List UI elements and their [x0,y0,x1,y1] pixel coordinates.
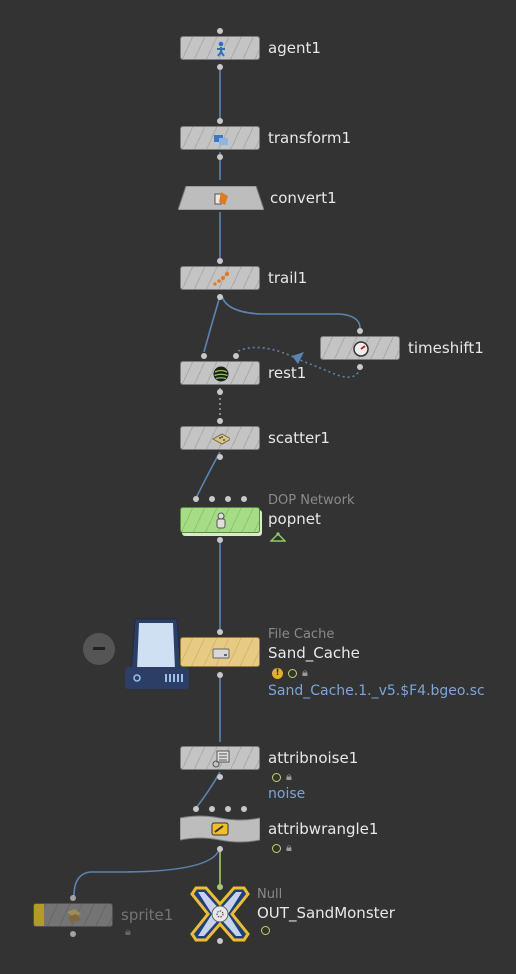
disable-toggle-icon[interactable] [83,633,115,665]
bypass-flag[interactable] [34,904,44,926]
node-name: agent1 [268,39,321,57]
input-connector[interactable] [70,895,76,901]
node-body[interactable] [180,36,260,60]
node-name: timeshift1 [408,339,484,357]
node-type-label: DOP Network [268,493,355,508]
null-node-body[interactable] [190,886,250,942]
transform-icon [212,130,230,148]
status-badges: ! 🔒︎ [272,666,308,680]
trail-icon [212,270,230,288]
node-name: attribnoise1 [268,749,359,767]
node-body[interactable] [180,266,260,290]
time-dependent-icon [261,926,270,935]
node-name: sprite1 [121,906,174,924]
file-path-label: Sand_Cache.1._v5.$F4.bgeo.sc [268,683,485,699]
time-dependent-icon [288,668,297,678]
node-body[interactable] [180,746,260,770]
node-body[interactable] [320,336,400,360]
rest-icon [212,365,230,383]
input-connector-2[interactable] [209,806,215,812]
status-badges: 🔒︎ [272,770,292,784]
node-type-label: File Cache [268,627,335,642]
scatter-icon [212,430,230,448]
node-name: rest1 [268,364,307,382]
node-name: attribwrangle1 [268,820,379,838]
input-connector-1[interactable] [193,806,199,812]
lock-icon: 🔒︎ [302,666,308,679]
output-connector[interactable] [217,64,223,70]
wire-trail-timeshift [221,295,361,329]
node-type-label: Null [257,887,283,902]
wire-scatter-popnet [195,451,221,499]
input-connector[interactable] [217,629,223,635]
node-body[interactable] [180,507,260,533]
file-cache-disk-icon [125,618,189,689]
output-connector[interactable] [217,154,223,160]
output-connector[interactable] [217,672,223,678]
node-name: scatter1 [268,429,330,447]
node-comment: noise [268,786,306,802]
output-connector[interactable] [357,364,363,370]
input-connector-2[interactable] [233,353,239,359]
output-connector[interactable] [217,938,223,944]
input-connector-1[interactable] [193,496,199,502]
lock-icon: 🔒︎ [125,925,131,938]
convert-icon [212,189,230,207]
output-connector[interactable] [217,389,223,395]
node-name: trail1 [268,269,308,287]
node-body[interactable] [33,903,113,927]
input-connector[interactable] [217,28,223,34]
input-connector[interactable] [357,328,363,334]
node-name: popnet [268,510,321,528]
node-body[interactable] [180,426,260,450]
agent-icon [212,40,230,58]
node-name: OUT_SandMonster [257,904,395,922]
wire-trail-rest [203,295,221,353]
popnet-icon [212,512,230,530]
output-connector[interactable] [217,294,223,300]
input-connector-4[interactable] [241,806,247,812]
time-dependent-icon [272,772,281,782]
input-connector[interactable] [217,118,223,124]
time-dependent-icon [272,843,281,853]
input-connector-3[interactable] [225,806,231,812]
sprite-icon [65,907,83,925]
attribnoise-icon [212,750,230,768]
warning-icon: ! [272,667,283,679]
input-connector[interactable] [217,884,223,890]
input-connector[interactable] [217,418,223,424]
timeshift-icon [352,340,370,358]
input-connector[interactable] [217,258,223,264]
lock-icon: 🔒︎ [286,841,292,854]
node-name: Sand_Cache [268,644,360,662]
output-connector[interactable] [217,846,223,852]
node-body[interactable] [180,361,260,385]
output-connector[interactable] [217,537,223,543]
wire-arrow [292,352,304,364]
input-connector-4[interactable] [241,496,247,502]
input-connector-3[interactable] [225,496,231,502]
output-connector[interactable] [217,454,223,460]
wrangle-icon [211,820,229,838]
dop-badge-icon [269,531,287,546]
output-connector[interactable] [217,774,223,780]
input-connector-2[interactable] [209,496,215,502]
input-connector-1[interactable] [201,353,207,359]
node-name: convert1 [270,189,337,207]
output-connector[interactable] [70,931,76,937]
status-badges [261,926,270,935]
node-body[interactable] [180,637,260,667]
hard-drive-icon [212,644,230,662]
status-badges: 🔒︎ [272,841,292,855]
lock-icon: 🔒︎ [286,770,292,783]
node-body[interactable] [180,126,260,150]
node-name: transform1 [268,129,352,147]
